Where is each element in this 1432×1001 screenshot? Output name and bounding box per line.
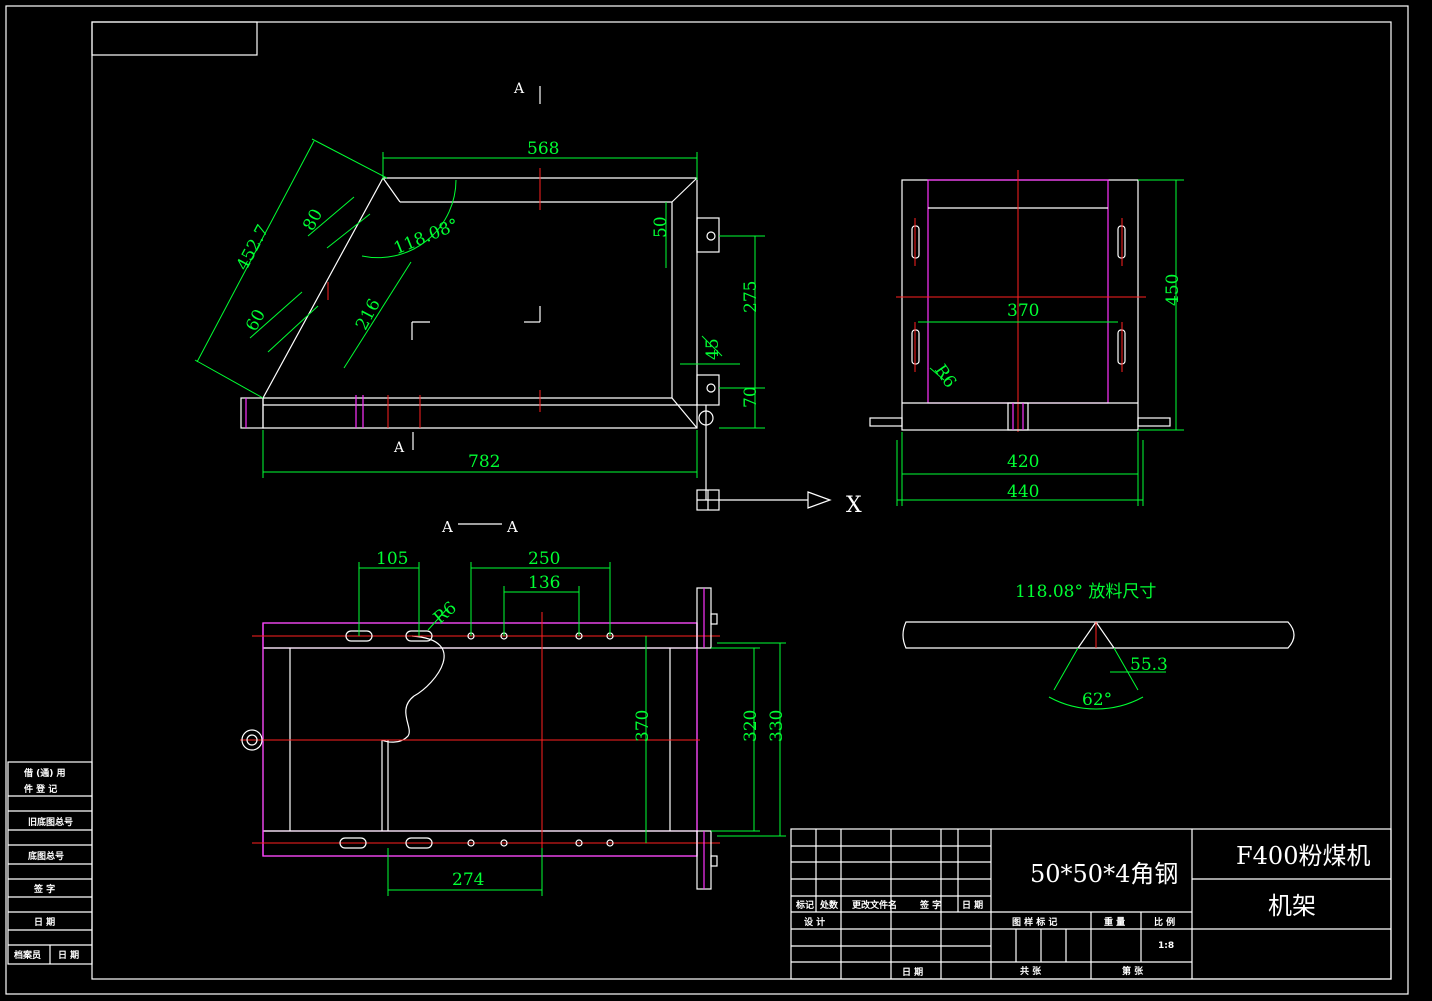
dim-r6-plan: R6	[430, 598, 461, 629]
section-title-right: A	[506, 518, 518, 536]
tb-material: 50*50*4角钢	[1030, 860, 1178, 888]
dim-55-3: 55.3	[1130, 655, 1168, 675]
dim-450: 450	[1163, 274, 1183, 306]
strip-date-2: 日 期	[58, 949, 79, 961]
tb-product: F400粉煤机	[1236, 842, 1370, 870]
tb-count: 处数	[819, 899, 839, 911]
section-mark-top: A	[513, 81, 525, 97]
left-revision-strip: 借 (通) 用 件 登 记 旧底图总号 底图总号 签 字 日 期 档案员 日 期	[7, 761, 93, 965]
blank-detail: 118.08° 放料尺寸 62° 55.3	[902, 582, 1295, 710]
tb-weight: 重 量	[1104, 916, 1125, 928]
front-view: X 568 452.7 80 60 216 118.08° 50	[194, 138, 862, 518]
plan-view: 105 250 136 R6 370 320 330 274	[240, 549, 787, 896]
tb-date-2: 日 期	[902, 966, 923, 978]
dim-70: 70	[741, 386, 761, 408]
dim-330: 330	[767, 710, 787, 742]
tb-doc: 更改文件名	[852, 899, 897, 911]
side-view: 370 450 R6 420 440	[869, 170, 1184, 506]
dim-370-side: 370	[1007, 301, 1039, 321]
dim-60: 60	[242, 306, 270, 334]
tb-mark: 标记	[795, 899, 814, 911]
strip-archivist: 档案员	[14, 949, 41, 961]
strip-borrow-1: 借 (通) 用	[23, 767, 66, 779]
dim-216: 216	[352, 296, 385, 334]
dim-370-plan: 370	[633, 710, 653, 742]
dim-80: 80	[299, 206, 327, 234]
dim-320: 320	[741, 710, 761, 742]
dim-50: 50	[651, 216, 671, 238]
title-block: 标记 处数 更改文件名 签 字 日 期 设 计 日 期 50*50*4角钢 图 …	[790, 828, 1392, 980]
dim-r6-side: R6	[930, 361, 960, 392]
sheet-frame	[5, 5, 1409, 995]
strip-base-no: 底图总号	[28, 850, 64, 862]
dim-275: 275	[741, 281, 761, 313]
dim-782: 782	[468, 452, 500, 472]
dim-136: 136	[528, 573, 560, 593]
dim-45: 45	[703, 338, 723, 360]
strip-borrow-2: 件 登 记	[24, 783, 57, 795]
tb-total: 共 张	[1020, 965, 1042, 977]
dim-440: 440	[1007, 482, 1039, 502]
tb-design: 设 计	[804, 916, 825, 928]
tb-scale: 1:8	[1158, 941, 1174, 951]
section-marks: A A A A	[393, 81, 541, 536]
strip-sign: 签 字	[33, 883, 55, 895]
dim-angle-118: 118.08°	[391, 215, 462, 259]
dim-250: 250	[528, 549, 560, 569]
tb-scale-label: 比 例	[1154, 916, 1175, 928]
dim-62-deg: 62°	[1082, 690, 1112, 710]
section-mark-bottom: A	[393, 440, 405, 456]
dim-452-7: 452.7	[233, 222, 274, 274]
tb-part: 机架	[1268, 892, 1316, 920]
dim-568: 568	[527, 139, 559, 159]
tb-drawing-mark: 图 样 标 记	[1012, 916, 1057, 928]
dim-274: 274	[452, 870, 484, 890]
strip-old-no: 旧底图总号	[28, 816, 73, 828]
axis-label-x: X	[846, 493, 862, 518]
tb-sheet: 第 张	[1122, 965, 1144, 977]
strip-date: 日 期	[34, 916, 55, 928]
dim-420: 420	[1007, 452, 1039, 472]
tb-sign: 签 字	[919, 899, 941, 911]
section-title-left: A	[441, 518, 453, 536]
dim-105: 105	[376, 549, 408, 569]
blank-caption: 118.08° 放料尺寸	[1015, 582, 1156, 602]
tb-date: 日 期	[962, 899, 983, 911]
